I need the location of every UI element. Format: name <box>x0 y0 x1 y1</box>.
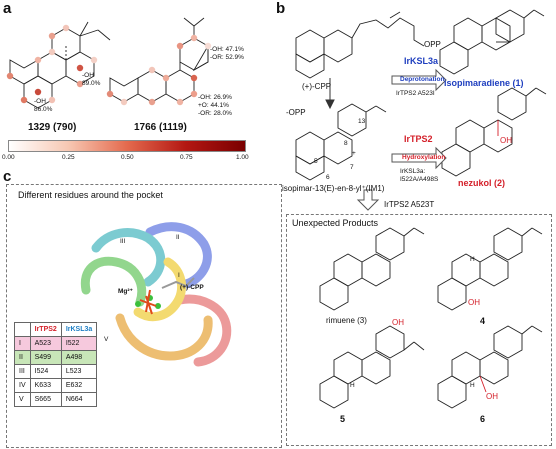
enzyme1-name: IrKSL3a <box>404 56 439 66</box>
enzyme1-sub: IrTPS2 A523I <box>396 90 435 97</box>
product6-oh: OH <box>486 392 498 401</box>
product1-label: isopimaradiene (1) <box>444 78 524 88</box>
unexpected-products-box <box>286 214 552 446</box>
header-irksl3a: IrKSL3a <box>60 322 98 337</box>
mol2-caption: 1766 (1119) <box>134 122 187 133</box>
colorbar-tick-4: 1.00 <box>236 154 249 161</box>
unexpected-title: Unexpected Products <box>292 218 379 228</box>
minus-opp-label: -OPP <box>286 108 306 117</box>
product2-label: nezukol (2) <box>458 178 506 188</box>
mol1-caption: 1329 (790) <box>28 122 77 133</box>
product6-label: 6 <box>480 414 486 424</box>
row-irksl3a: L523 <box>60 364 98 379</box>
product4-h: H <box>470 256 475 263</box>
panel-c-letter: c <box>3 168 12 185</box>
product4-oh: OH <box>468 298 480 307</box>
residue-table-header: IrTPS2 IrKSL3a <box>14 322 98 337</box>
residue-table: IrTPS2 IrKSL3a I A523 I522 II S499 A498 … <box>14 322 98 407</box>
carbocation-plus: + <box>352 150 356 157</box>
ring-num-6: 6 <box>326 174 330 181</box>
mol2-bottom-annot-2: +O: 44.1% <box>198 102 229 109</box>
row-irksl3a: E632 <box>60 378 98 393</box>
product3-label: rimuene (3) <box>326 316 367 325</box>
mol2-top-annot-2: -OR: 52.9% <box>210 54 244 61</box>
row-id: II <box>14 350 31 365</box>
panel-c-title: Different residues around the pocket <box>18 190 163 200</box>
cpp-opp-label: OPP <box>424 40 441 49</box>
row-id: I <box>14 336 31 351</box>
ligand-mg: Mg²⁺ <box>118 288 133 295</box>
enzyme2-sub-2: I522A/A498S <box>400 176 439 183</box>
enzyme1-tag: Deprotonation <box>400 76 445 83</box>
colorbar-tick-1: 0.25 <box>62 154 75 161</box>
table-row: I A523 I522 <box>14 336 98 351</box>
header-irtps2: IrTPS2 <box>29 322 62 337</box>
table-row: II S499 A498 <box>14 350 98 365</box>
mutation-label: IrTPS2 A523T <box>384 200 435 209</box>
colorbar-tick-0: 0.00 <box>2 154 15 161</box>
table-row: V S665 N664 <box>14 392 98 407</box>
mol2-top-annot-1: -OH: 47.1% <box>210 46 244 53</box>
ring-num-8: 8 <box>344 140 348 147</box>
row-irksl3a: I522 <box>60 336 98 351</box>
mol1-oh1-value: 89.0% <box>82 80 101 87</box>
row-irtps2: S499 <box>29 350 62 365</box>
colorbar <box>8 140 246 152</box>
mol1-oh1-label: -OH <box>82 72 94 79</box>
product5-label: 5 <box>340 414 346 424</box>
ligand-cpp: (+)-CPP <box>180 284 204 291</box>
table-row: III I524 L523 <box>14 364 98 379</box>
helix-label-II: II <box>176 234 180 241</box>
row-id: III <box>14 364 31 379</box>
row-id: V <box>14 392 31 407</box>
mol1-oh2-label: -OH <box>34 98 46 105</box>
panel-b-letter: b <box>276 0 286 17</box>
row-irtps2: S665 <box>29 392 62 407</box>
cpp-label: (+)-CPP <box>302 82 332 91</box>
product4-label: 4 <box>480 316 486 326</box>
row-id: IV <box>14 378 31 393</box>
row-irksl3a: A498 <box>60 350 98 365</box>
row-irksl3a: N664 <box>60 392 98 407</box>
panel-a-letter: a <box>3 0 12 17</box>
colorbar-ticks: 0.00 0.25 0.50 0.75 1.00 <box>0 154 260 164</box>
row-irtps2: K633 <box>29 378 62 393</box>
product5-h: H <box>350 382 355 389</box>
helix-label-I: I <box>178 272 180 279</box>
product5-oh: OH <box>392 318 404 327</box>
residue-table-grid: IrTPS2 IrKSL3a I A523 I522 II S499 A498 … <box>14 322 98 407</box>
helix-label-III: III <box>120 238 126 245</box>
enzyme2-tag: Hydroxylation <box>402 154 446 161</box>
colorbar-tick-2: 0.50 <box>121 154 134 161</box>
ring-num-13: 13 <box>358 118 366 125</box>
helix-label-V: V <box>104 336 109 343</box>
table-row: IV K633 E632 <box>14 378 98 393</box>
colorbar-tick-3: 0.75 <box>180 154 193 161</box>
ring-num-7: 7 <box>350 164 354 171</box>
panel-c-box <box>6 184 282 448</box>
nezukol-oh: OH <box>500 136 512 145</box>
mol2-bottom-annot-3: -OR: 28.0% <box>198 110 232 117</box>
mol2-bottom-annot-1: -OH: 26.9% <box>198 94 232 101</box>
intermediate-label: isopimar-13(E)-en-8-yl⁺(IM1) <box>282 184 385 193</box>
row-irtps2: A523 <box>29 336 62 351</box>
enzyme2-sub-1: IrKSL3a: <box>400 168 426 175</box>
product6-h: H <box>470 382 475 389</box>
row-irtps2: I524 <box>29 364 62 379</box>
enzyme2-name: IrTPS2 <box>404 134 433 144</box>
mol1-oh2-value: 86.0% <box>34 106 53 113</box>
ring-num-5: 5 <box>314 158 318 165</box>
